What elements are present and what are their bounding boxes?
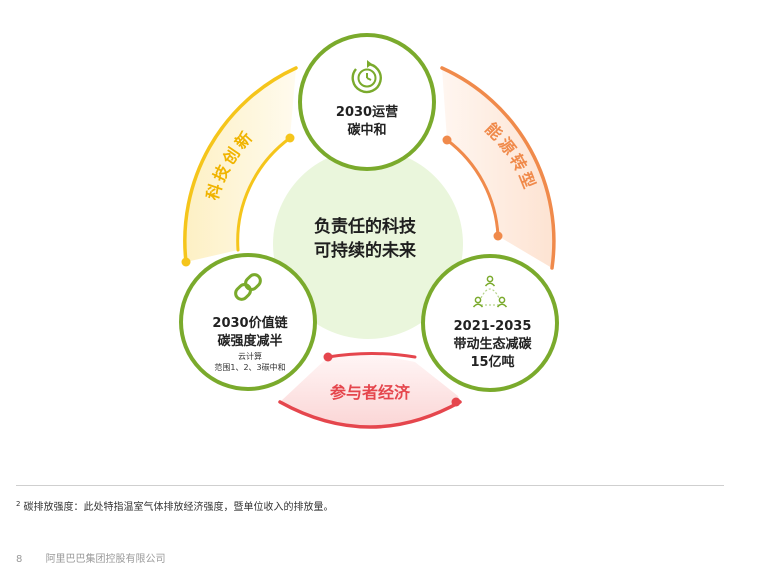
- arc-line-bottom-inner: [326, 352, 417, 359]
- strategy-diagram: 科技创新 能源转型 参与者经济: [179, 33, 559, 429]
- arc-band-left: [184, 68, 296, 262]
- center-title: 负责任的科技 可持续的未来: [285, 215, 445, 263]
- arc-dot: [285, 133, 295, 143]
- center-title-line1: 负责任的科技: [314, 217, 416, 237]
- node-top-line1: 2030运营: [335, 105, 399, 120]
- node-right-line2: 带动生态减碳: [453, 337, 532, 352]
- node-left-line1: 2030价值链: [212, 316, 288, 331]
- node-right-line1: 2021-2035: [453, 319, 532, 334]
- arc-band-bottom: [280, 355, 460, 426]
- arc-band-right: [442, 68, 554, 268]
- node-right-line3: 15亿吨: [470, 355, 515, 370]
- company-name: 阿里巴巴集团控股有限公司: [45, 554, 166, 565]
- node-top-text: 2030运营 碳中和: [312, 104, 422, 140]
- arc-dot: [451, 397, 461, 407]
- node-left-line2: 碳强度减半: [217, 334, 283, 349]
- page-number: 8: [16, 554, 23, 565]
- clock-cycle-icon: [351, 60, 382, 94]
- footnote-marker: 2: [16, 499, 21, 508]
- arc-line-left: [183, 66, 298, 264]
- arc-line-left-inner: [236, 136, 292, 252]
- arc-dot: [181, 257, 191, 267]
- arc-label-bottom: 参与者经济: [330, 383, 411, 402]
- page-footer: 8 阿里巴巴集团控股有限公司: [16, 550, 166, 565]
- node-right-text: 2021-2035 带动生态减碳 15亿吨: [430, 318, 555, 372]
- arc-dot: [493, 231, 503, 241]
- people-network-icon: [472, 275, 508, 308]
- node-top-line2: 碳中和: [347, 123, 387, 138]
- node-left-sub2: 范围1、2、3碳中和: [214, 363, 286, 372]
- arc-line-bottom: [278, 400, 462, 429]
- arc-dot: [323, 352, 333, 362]
- center-title-line2: 可持续的未来: [314, 241, 416, 261]
- center-circle: [273, 149, 463, 339]
- node-top-circle: [298, 33, 436, 171]
- chain-link-icon: [234, 273, 262, 301]
- node-left-sub1: 云计算: [238, 352, 262, 361]
- footnote-divider: [16, 485, 724, 486]
- node-left-circle: [179, 253, 317, 391]
- footnote-text: 碳排放强度：此处特指温室气体排放经济强度，暨单位收入的排放量。: [23, 502, 334, 513]
- arc-dot: [442, 135, 452, 145]
- arc-line-right: [440, 66, 556, 270]
- arc-line-right-inner: [445, 138, 500, 238]
- node-left-text: 2030价值链 碳强度减半 云计算 范围1、2、3碳中和: [185, 315, 315, 373]
- node-right-circle: [421, 254, 559, 392]
